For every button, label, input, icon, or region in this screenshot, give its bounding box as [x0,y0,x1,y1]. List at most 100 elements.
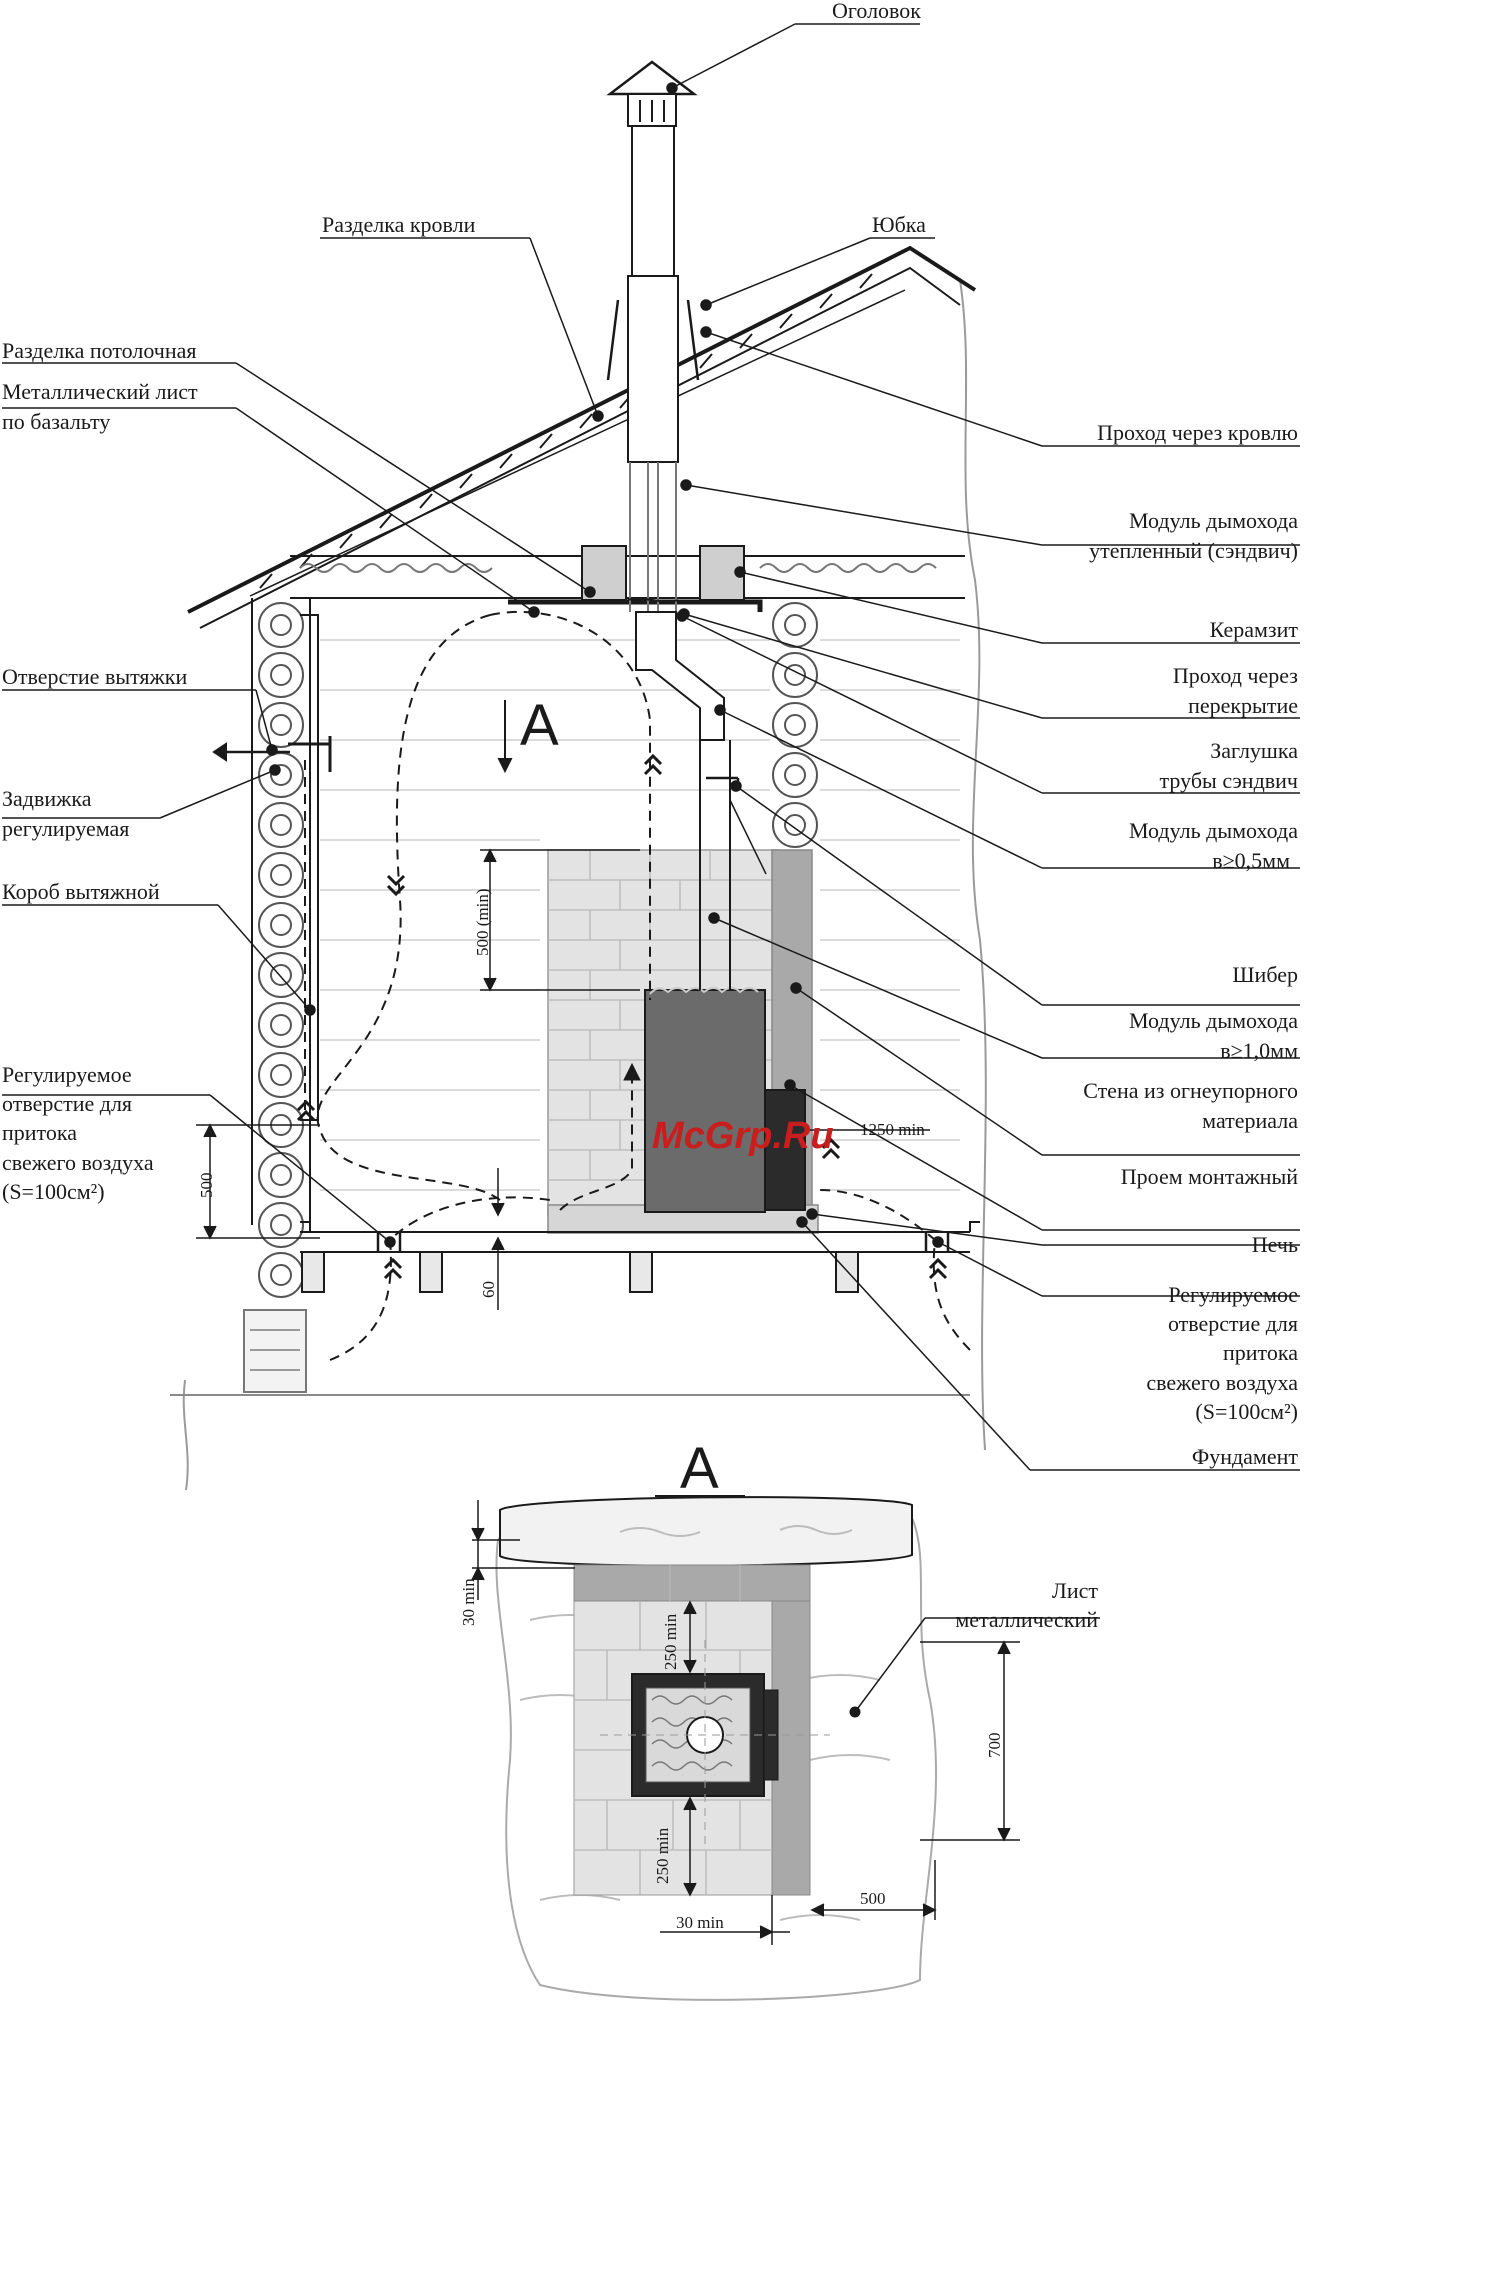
airflow-chevrons [296,753,948,1280]
dim-500-plan: 500 [860,1889,886,1908]
label-prohod-perekrytie-2: перекрытие [1188,693,1298,718]
plan-stones [651,1695,733,1771]
label-pech: Печь [1252,1232,1298,1257]
label-zadvizhka-2: регулируемая [2,816,129,841]
plan-leader [854,1617,1100,1713]
foundation-post-3 [629,1251,653,1293]
label-prohod-perekrytie-1: Проход через [1173,663,1298,688]
roof-underside [249,289,906,597]
roof [187,245,977,629]
label-left-vent-5: (S=100см²) [2,1179,105,1204]
dim-1250-min: 1250 min [860,1120,925,1139]
label-left-vent-4: свежего воздуха [2,1150,154,1175]
roof-tiles [259,273,873,589]
label-ogolovok: Оголовок [832,0,921,23]
label-razdelka-krovli: Разделка кровли [322,212,476,237]
dimension-texts: 500 (min) 1250 min 500 60 30 min 250 min… [197,888,1004,1932]
stove-stones [649,987,759,995]
label-keramzit: Керамзит [1210,617,1299,642]
dim-30-min-bottom: 30 min [676,1913,724,1932]
label-left-vent-2: отверстие для [2,1091,132,1116]
label-prohod-krovlyu: Проход через кровлю [1097,420,1298,445]
chimney [606,60,767,990]
dimension-lines-elevation [196,848,930,1310]
label-stena-2: материала [1202,1108,1298,1133]
dim-500-min: 500 (min) [473,888,492,956]
label-modul-uteplenny-2: утепленный (сэндвич) [1089,538,1298,563]
plan-brick-right [771,1600,811,1896]
floor [243,1221,980,1393]
airflow-stove-intake [559,1070,633,1211]
label-zaglushka-1: Заглушка [1210,738,1298,763]
log-rings [258,602,304,1298]
label-zaglushka-2: трубы сэндвич [1160,768,1298,793]
label-razdelka-potolochnaya: Разделка потолочная [2,338,197,363]
label-modul-10-2: в≥1,0мм [1220,1038,1298,1063]
stove-body [644,989,766,1213]
label-right-vent-3: притока [1223,1340,1298,1365]
label-modul-05-2: в≥0,5мм [1212,848,1290,873]
label-left-vent-3: притока [2,1120,77,1145]
stove [644,987,806,1213]
section-letter-plan: А [680,1436,719,1501]
label-shiber: Шибер [1232,962,1298,987]
dim-500: 500 [197,1173,216,1199]
sandwich-end-cap [627,597,679,603]
roof-skirt [606,299,700,381]
section-marker-elevation [497,700,513,774]
ceiling [290,545,965,612]
plan-view [471,1495,1100,2001]
label-metall-list-1: Металлический лист [2,379,198,404]
label-metall-list-2: по базальту [2,409,110,434]
dim-60: 60 [479,1281,498,1298]
label-right-vent-1: Регулируемое [1168,1282,1298,1307]
dim-250-min-top: 250 min [661,1613,680,1670]
plan-brick-top [573,1564,811,1602]
keramzit-texture [299,563,937,573]
watermark: McGrp.Ru [652,1115,834,1157]
break-line-left [182,1379,189,1491]
roof-inner-slope [199,266,961,629]
module-05-elbow [635,611,725,741]
vent-grille-left [376,1232,402,1252]
dim-30-min-top: 30 min [459,1578,478,1626]
floor-joists [300,1221,980,1232]
sandwich-lower [627,275,679,463]
stove-firebox-door [764,1089,806,1211]
damper [288,736,332,772]
vent-grille-right [924,1232,950,1252]
label-right-vent-5: (S=100см²) [1195,1399,1298,1424]
log-wall-left [251,598,311,1298]
log-wall-right [772,602,818,848]
label-modul-10-1: Модуль дымохода [1129,1008,1298,1033]
dimension-lines-plan [471,1500,1020,1945]
label-modul-05-1: Модуль дымохода [1129,818,1298,843]
sandwich-through-ceiling [629,462,677,612]
wall-planks [320,639,960,1191]
label-proem: Проем монтажный [1121,1164,1298,1189]
dim-250-min-bottom: 250 min [653,1827,672,1884]
plan-top-beam [499,1496,913,1567]
roof-outer-slope [187,245,977,614]
dim-700: 700 [985,1733,1004,1759]
label-stena-1: Стена из огнеупорного [1083,1078,1298,1103]
labels: Оголовок Разделка кровли Юбка Разделка п… [2,0,1298,1632]
label-otverstie-vytyazhki: Отверстие вытяжки [2,664,187,689]
label-list-metall-2: металлический [955,1607,1098,1632]
label-right-vent-4: свежего воздуха [1146,1370,1298,1395]
label-right-vent-2: отверстие для [1168,1311,1298,1336]
chimney-cap [606,60,698,96]
foundation-post-1 [301,1251,325,1293]
section-letter-elevation: А [520,693,559,758]
label-zadvizhka-1: Задвижка [2,786,92,811]
label-korob-vytyazhnoy: Короб вытяжной [2,879,160,904]
airflow-left-loop [316,614,501,1201]
metal-sheet-ceiling [508,599,763,612]
label-fundament: Фундамент [1192,1444,1299,1469]
label-yubka: Юбка [872,212,926,237]
sandwich-upper [631,125,675,277]
leader-lines [2,23,1300,1471]
label-left-vent-1: Регулируемое [2,1062,132,1087]
module-10-pipe [699,740,731,990]
